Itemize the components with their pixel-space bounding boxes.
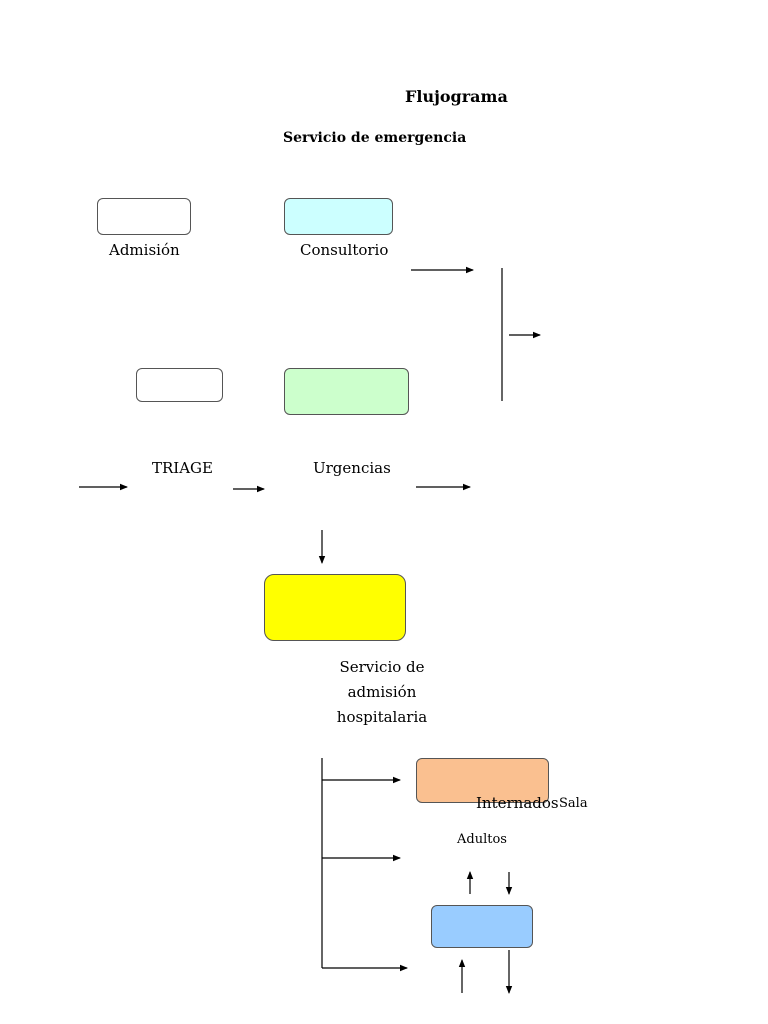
triage-box [136, 368, 223, 402]
internados-box [416, 758, 549, 803]
adultos-label: Adultos [457, 832, 507, 847]
adultos-box [431, 905, 533, 948]
urgencias-label: Urgencias [313, 459, 391, 477]
urgencias-box [284, 368, 409, 415]
diagram-title: Flujograma [405, 87, 508, 106]
triage-label: TRIAGE [152, 459, 213, 477]
internados-label: Internados [476, 794, 559, 812]
diagram-subtitle: Servicio de emergencia [283, 130, 467, 146]
admision-label: Admisión [109, 241, 180, 259]
admision-box [97, 198, 191, 235]
hospitalaria-label: Servicio de admisión hospitalaria [336, 658, 428, 726]
consultorio-box [284, 198, 393, 235]
internados-label-extra: Sala [559, 796, 588, 811]
hospitalaria-box [264, 574, 406, 641]
consultorio-label: Consultorio [300, 241, 389, 259]
